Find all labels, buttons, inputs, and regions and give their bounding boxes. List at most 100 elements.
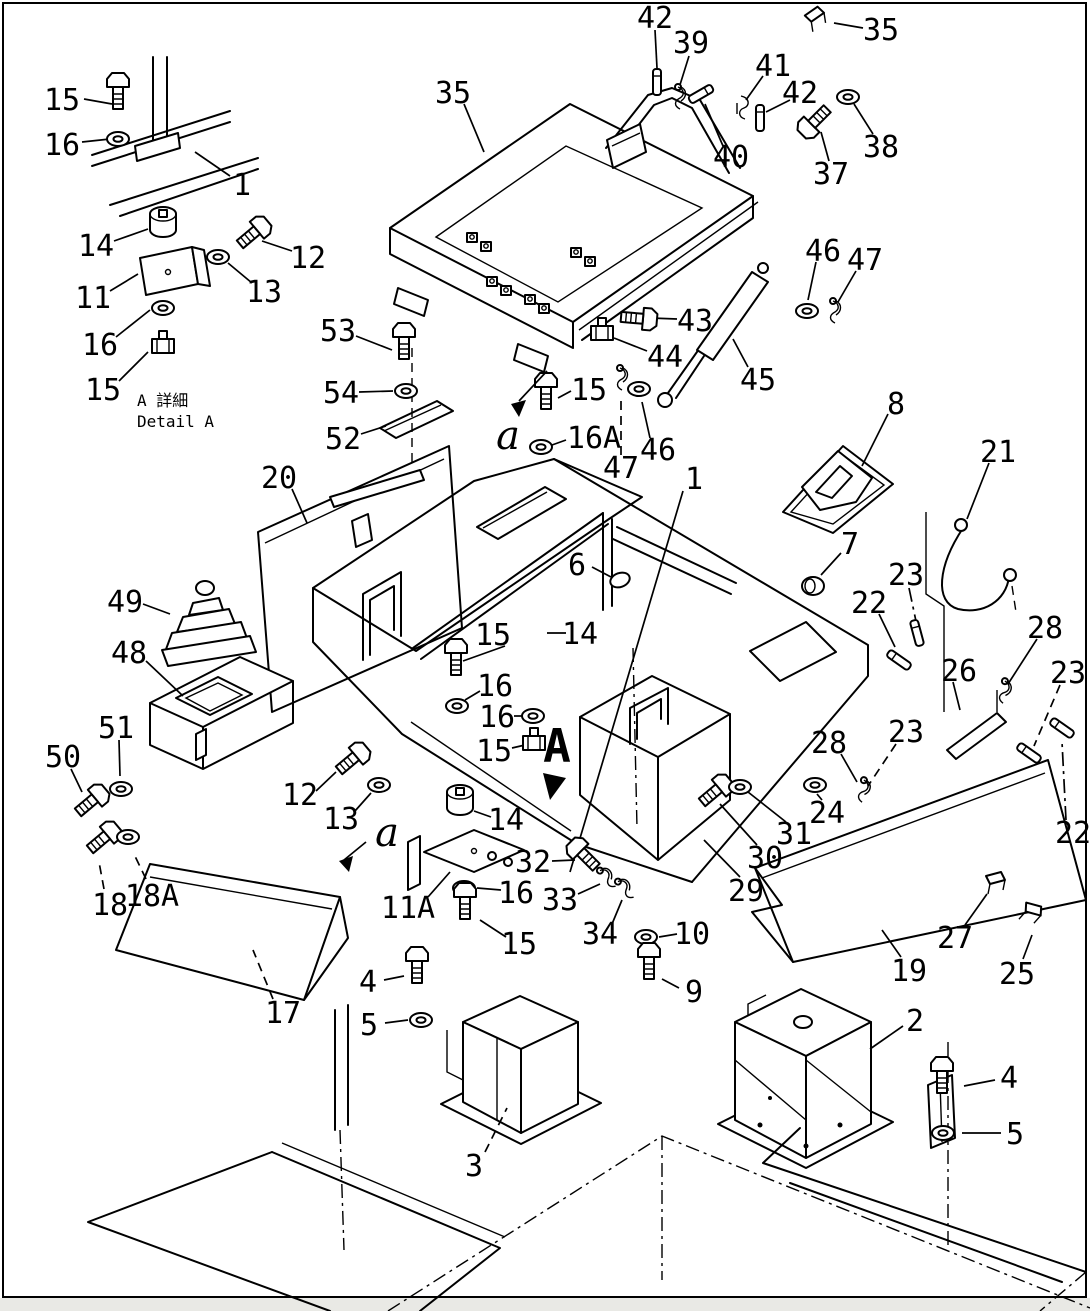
leader-line: [861, 413, 889, 467]
leader-line: [261, 240, 293, 252]
callout-label: 8: [887, 387, 905, 422]
leader-line: [747, 791, 787, 823]
callout-label: 45: [740, 363, 776, 398]
tinybolt-icon: [524, 294, 536, 305]
callout-label: 38: [863, 130, 899, 165]
callout-label: 23: [1050, 656, 1086, 691]
callout-label: 16: [44, 128, 80, 163]
leader-line: [840, 753, 858, 783]
leader-line: [109, 273, 139, 292]
callout-label: 37: [813, 157, 849, 192]
section-arrows: [339, 370, 566, 872]
callout-label: 27: [937, 921, 973, 956]
callout-label: 7: [841, 527, 859, 562]
callout-label: 19: [891, 954, 927, 989]
leader-line: [853, 103, 874, 135]
note-text: Detail A: [137, 412, 214, 431]
washer-icon: [445, 698, 469, 714]
duct-part-3: [334, 995, 602, 1251]
washer-icon: [151, 300, 175, 316]
leader-line: [145, 660, 184, 697]
leader-line: [820, 131, 830, 162]
callout-label: 47: [603, 451, 639, 486]
cable-part-21: [940, 518, 1017, 613]
callout-label: 9: [685, 975, 703, 1010]
callout-label: 25: [999, 957, 1035, 992]
arrow-tail: [518, 370, 548, 402]
washer-icon: [529, 439, 553, 455]
leader-line: [966, 462, 990, 520]
callout-label: 48: [111, 636, 147, 671]
leader-line: [577, 883, 601, 895]
tinybolt-icon: [466, 232, 478, 243]
callout-label: 26: [941, 654, 977, 689]
handle-part-8: [782, 445, 894, 534]
note-text: A 詳細: [137, 391, 188, 410]
note-text: a: [375, 810, 399, 856]
callout-label: 52: [325, 422, 361, 457]
leader-line: [463, 103, 485, 153]
leader-line: [358, 390, 394, 393]
leader-line: [833, 22, 864, 29]
leader-line: [732, 338, 749, 368]
callout-label: 15: [475, 618, 511, 653]
rubber-boot-part-49: [161, 580, 257, 667]
note-text: A: [543, 719, 571, 773]
washer-icon: [803, 777, 827, 793]
leader-line: [867, 743, 897, 787]
page-footer-bar: [0, 1298, 1090, 1311]
arrow-head: [543, 773, 566, 800]
callout-label: 11: [75, 281, 111, 316]
callout-label: 12: [290, 241, 326, 276]
callout-label: 4: [359, 965, 377, 1000]
callout-label: 6: [568, 548, 586, 583]
leader-line: [881, 929, 902, 958]
callout-label: 15: [85, 373, 121, 408]
callout-label: 4: [1000, 1061, 1018, 1096]
leader-line: [118, 351, 149, 382]
arrow-head: [511, 400, 526, 417]
callout-label: 51: [98, 711, 134, 746]
callout-label: 41: [755, 49, 791, 84]
leader-line: [745, 75, 764, 101]
leader-line: [964, 893, 988, 926]
bushing-icon: [149, 206, 177, 238]
frame-rail-detail-a: [91, 56, 259, 217]
support-plate-26-area: [925, 512, 1007, 760]
tinybolt-icon: [500, 285, 512, 296]
box-part-2: [717, 988, 894, 1169]
leader-line: [484, 1107, 508, 1153]
leader-line: [1061, 741, 1067, 821]
washer-icon: [106, 131, 130, 147]
callout-label: 42: [637, 1, 673, 36]
callout-label: 1: [233, 168, 251, 203]
callout-label: 13: [323, 802, 359, 837]
leader-line: [476, 887, 502, 891]
washer-icon: [627, 381, 651, 397]
leader-line: [719, 803, 758, 846]
callout-label: 40: [713, 140, 749, 175]
pin-icon: [755, 104, 765, 132]
callout-label: 46: [805, 234, 841, 269]
leader-line: [98, 861, 105, 890]
arrow-tail: [343, 841, 367, 861]
callout-label: 42: [782, 76, 818, 111]
leader-line: [654, 29, 658, 69]
side-panel-part-20: [257, 445, 463, 713]
leader-line: [360, 425, 387, 435]
gas-spring-part-45: [657, 262, 769, 408]
callout-label: 10: [674, 917, 710, 952]
washer-icon: [116, 829, 140, 845]
console-box-right: [579, 675, 731, 861]
callout-label: 15: [44, 83, 80, 118]
washer-icon: [367, 777, 391, 793]
callout-label: 13: [246, 275, 282, 310]
plate-part-52: [379, 348, 454, 470]
pin-icon: [652, 68, 662, 96]
leader-line: [807, 261, 817, 301]
callout-label: 28: [811, 726, 847, 761]
leader-line: [1022, 934, 1033, 960]
callout-label: 14: [562, 617, 598, 652]
